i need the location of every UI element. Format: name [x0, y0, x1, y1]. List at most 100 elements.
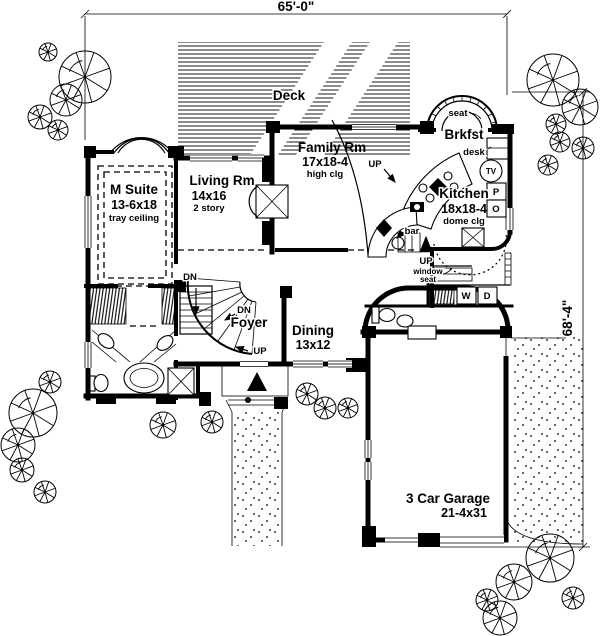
tree-icon — [482, 600, 518, 636]
garage-door — [385, 534, 418, 546]
m-suite-note: tray ceiling — [109, 213, 159, 224]
tree-icon — [47, 119, 69, 141]
tree-icon — [27, 104, 53, 130]
dryer-box — [477, 286, 498, 305]
fixtures — [89, 119, 509, 396]
living-size: 14x16 — [192, 189, 227, 203]
dining-size: 13x12 — [296, 338, 331, 352]
leaders — [223, 112, 492, 353]
dn-foyer-label: DN — [237, 305, 251, 316]
dryer-label: D — [484, 291, 491, 302]
garage-step — [407, 325, 437, 340]
up-steps-label: UP — [419, 256, 433, 267]
deck-area: Deck — [178, 42, 410, 155]
desk-box — [486, 137, 509, 160]
window-seat-label-1: window — [412, 267, 443, 276]
foyer-label: Foyer — [231, 315, 269, 330]
kitchen-note: dome clg — [443, 216, 485, 227]
driveway — [505, 336, 584, 545]
dining-window — [328, 360, 352, 368]
walkin-closet — [89, 287, 127, 325]
front-walkway — [225, 399, 289, 546]
window-seat-label-2: seat — [420, 275, 436, 284]
garage-window — [364, 440, 372, 458]
tree-icon — [38, 370, 62, 394]
window-seat-bench — [433, 267, 473, 282]
up-stair-label: UP — [253, 346, 267, 357]
up-family-label: UP — [368, 159, 382, 170]
family-note: high clg — [307, 169, 344, 180]
entry-marker-icon — [247, 372, 267, 391]
powder-toilet — [371, 306, 396, 324]
brkfst-label: Brkfst — [444, 127, 484, 142]
tree-icon — [149, 411, 177, 439]
tree-icon — [295, 382, 319, 406]
bath-window — [84, 342, 92, 368]
labels: M Suite 13-6x18 tray ceiling Living Rm 1… — [109, 107, 500, 521]
m-suite-label: M Suite — [110, 182, 158, 197]
tree-icon — [549, 131, 571, 153]
pantry-label: P — [493, 187, 500, 198]
living-note: 2 story — [193, 203, 225, 214]
tree-icon — [0, 427, 36, 463]
tree-icon — [561, 586, 585, 610]
bar-label: bar — [405, 226, 420, 237]
windows-doors — [84, 123, 515, 546]
tree-icon — [537, 154, 559, 176]
deck-label: Deck — [273, 88, 306, 103]
kitchen-label: Kitchen — [439, 186, 489, 201]
deck-door — [352, 123, 396, 131]
dimension-height-label: 68'-4" — [560, 300, 575, 337]
living-window — [238, 154, 264, 162]
dimension-top: 65'-0" — [80, 0, 512, 140]
tree-icon — [200, 410, 224, 434]
tree-icon — [561, 88, 599, 126]
dimension-width-label: 65'-0" — [278, 0, 315, 14]
bath-toilet — [89, 373, 109, 393]
tree-icon — [38, 42, 58, 62]
tree-icon — [337, 397, 359, 419]
tv-circle — [479, 159, 503, 183]
breakfast-bench — [441, 110, 483, 132]
garage-size: 21-4x31 — [441, 506, 487, 520]
vanity-left — [91, 329, 131, 363]
tub — [123, 362, 165, 394]
kitchen-size: 18x18-4 — [441, 202, 487, 216]
entry-porch — [199, 365, 289, 409]
kitchen-sink-window — [461, 227, 485, 248]
cooktop-icon — [429, 178, 447, 196]
m-suite-size: 13-6x18 — [111, 198, 157, 212]
garage-service-door — [502, 338, 510, 356]
family-size: 17x18-4 — [302, 155, 348, 169]
living-label: Living Rm — [189, 173, 254, 188]
garage-window — [364, 462, 372, 480]
washer-label: W — [462, 291, 471, 302]
stairs-straight — [179, 285, 213, 335]
shower — [167, 367, 195, 396]
family-label: Family Rm — [298, 140, 366, 155]
dining-window — [293, 360, 323, 368]
tray-ceiling-outline — [97, 165, 173, 285]
dimension-right: 68'-4" — [440, 87, 590, 552]
dn-backstair-label: DN — [183, 272, 197, 283]
oven-box — [486, 199, 507, 218]
seat-label: seat — [448, 108, 468, 119]
msuite-window — [84, 196, 92, 248]
tree-icon — [33, 480, 57, 504]
tree-icon — [495, 563, 533, 601]
dining-label: Dining — [292, 323, 334, 338]
tv-label: TV — [486, 167, 497, 176]
tree-icon — [313, 396, 337, 420]
washer-box — [456, 286, 477, 305]
vanity-right — [139, 329, 177, 363]
tree-icon — [49, 83, 83, 117]
desk-label: desk — [463, 147, 485, 158]
garage-front-wall — [440, 535, 504, 545]
tree-icon — [545, 113, 567, 135]
front-door — [240, 360, 268, 368]
fireplace — [248, 158, 289, 245]
living-window — [190, 154, 232, 162]
garage-label: 3 Car Garage — [406, 491, 491, 506]
